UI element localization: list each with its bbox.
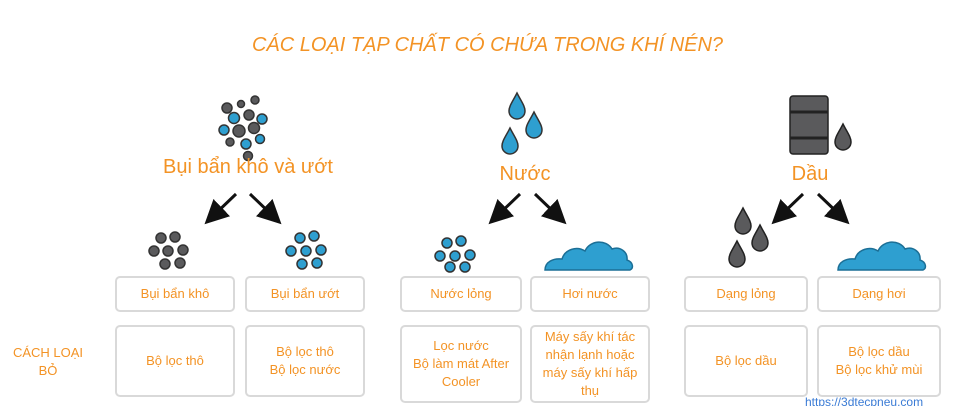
type-label: Bụi bẩn ướt (270, 286, 340, 301)
type-box-wet-dust: Bụi bẩn ướt (245, 276, 365, 312)
arrow-right-3 (816, 192, 850, 225)
solution-box-oil-vapor: Bộ lọc dầu Bộ lọc khử mùi (817, 325, 941, 397)
arrow-right-2 (533, 192, 567, 225)
type-label: Dạng hơi (852, 286, 906, 301)
cloud-icon-2 (837, 241, 927, 271)
solution-box-dry-dust: Bộ lọc thô (115, 325, 235, 397)
method-label: CÁCH LOẠI BỎ (12, 345, 84, 378)
arrow-left-3 (771, 192, 805, 225)
type-label: Dạng lỏng (716, 286, 776, 301)
type-box-water-vapor: Hơi nước (530, 276, 650, 312)
type-box-oil-vapor: Dạng hơi (817, 276, 941, 312)
cloud-icon (544, 241, 634, 271)
solution-text: Bộ lọc thô (146, 353, 204, 368)
page-title: CÁC LOẠI TẠP CHẤT CÓ CHỨA TRONG KHÍ NÉN? (251, 34, 724, 56)
dust-particles-icon (218, 95, 268, 162)
type-label: Nước lỏng (430, 286, 492, 301)
solution-box-water-vapor: Máy sấy khí tác nhận lạnh hoặc máy sấy k… (530, 325, 650, 403)
solution-text: Lọc nước Bộ làm mát After Cooler (412, 338, 510, 389)
oil-barrel-icon (789, 95, 852, 155)
arrow-left-1 (204, 192, 238, 225)
solution-box-liquid-water: Lọc nước Bộ làm mát After Cooler (400, 325, 522, 403)
blue-particles-icon-2 (434, 235, 476, 273)
gray-particles-icon (148, 231, 189, 270)
type-label: Hơi nước (562, 286, 618, 301)
solution-text: Bộ lọc dầu Bộ lọc khử mùi (835, 344, 923, 377)
category-label-dust: Bụi bẩn khô và ướt (163, 156, 333, 178)
arrow-right-1 (248, 192, 282, 225)
solution-box-wet-dust: Bộ lọc thô Bộ lọc nước (245, 325, 365, 397)
type-box-liquid-oil: Dạng lỏng (684, 276, 808, 312)
category-label-oil: Dầu (791, 163, 829, 185)
type-label: Bụi bẩn khô (140, 286, 210, 301)
category-label-water: Nước (499, 163, 551, 185)
arrows (204, 192, 850, 225)
website-link[interactable]: https://3dtecpneu.com (805, 396, 924, 406)
solution-text: Máy sấy khí tác nhận lạnh hoặc máy sấy k… (542, 329, 638, 398)
arrow-left-2 (488, 192, 522, 225)
type-box-dry-dust: Bụi bẩn khô (115, 276, 235, 312)
water-drops-icon (501, 91, 543, 155)
solution-text: Bộ lọc thô Bộ lọc nước (269, 344, 341, 377)
solution-text: Bộ lọc dầu (715, 353, 777, 368)
blue-particles-icon (285, 230, 327, 270)
oil-drops-icon (728, 206, 769, 268)
type-box-liquid-water: Nước lỏng (400, 276, 522, 312)
solution-box-liquid-oil: Bộ lọc dầu (684, 325, 808, 397)
